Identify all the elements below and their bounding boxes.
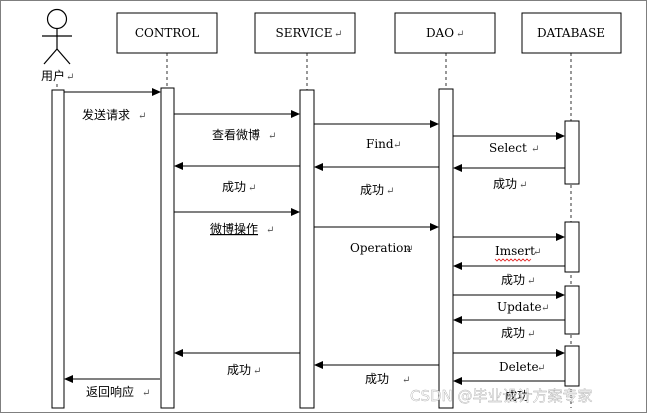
paragraph-mark: ↵ — [537, 363, 545, 374]
user-actor: 用户 ↵ — [41, 8, 74, 83]
object-label: DATABASE — [537, 26, 605, 40]
paragraph-mark: ↵ — [386, 186, 394, 197]
label-success-db-select: 成功 — [493, 177, 517, 191]
label-select: Select — [489, 141, 527, 155]
label-operation: Operation — [350, 241, 411, 255]
activation-service — [299, 89, 315, 409]
activation-control — [160, 87, 175, 409]
object-database: DATABASE — [521, 12, 622, 54]
label-send-request: 发送请求 — [82, 107, 130, 122]
spellcheck-squiggle — [494, 258, 532, 262]
activation-database-delete — [564, 345, 580, 387]
paragraph-mark: ↵ — [541, 303, 549, 314]
paragraph-mark: ↵ — [405, 244, 413, 255]
paragraph-mark: ↵ — [402, 375, 410, 386]
label-weibo-operation: 微博操作 — [210, 221, 258, 236]
object-box — [521, 12, 622, 54]
label-insert: Imsert — [495, 244, 535, 258]
paragraph-mark: ↵ — [527, 329, 535, 340]
activation-dao — [438, 88, 454, 409]
object-label: DAO — [426, 26, 454, 40]
object-box — [254, 12, 356, 54]
paragraph-mark: ↵ — [393, 140, 401, 151]
label-find: Find — [366, 137, 394, 151]
paragraph-mark: ↵ — [248, 183, 256, 194]
paragraph-mark: ↵ — [266, 225, 274, 236]
label-success-db-update: 成功 — [501, 326, 525, 340]
object-dao: DAO ↵ — [394, 12, 496, 54]
object-label: CONTROL — [135, 26, 199, 40]
label-success-db-insert: 成功 — [501, 273, 525, 287]
object-box — [394, 12, 496, 54]
activation-database-select — [564, 120, 580, 185]
activation-user — [51, 89, 65, 409]
label-success-service-2: 成功 — [227, 363, 251, 377]
paragraph-mark: ↵ — [142, 388, 150, 399]
label-success-db-delete: 成功 — [505, 389, 529, 403]
paragraph-mark: ↵ — [253, 366, 261, 377]
object-box — [116, 12, 218, 54]
actor-label: 用户 — [41, 68, 65, 83]
activation-database-update — [564, 285, 580, 335]
label-update: Update — [497, 300, 542, 314]
paragraph-mark: ↵ — [533, 247, 541, 258]
label-success-dao-2: 成功 — [365, 372, 389, 386]
paragraph-mark: ↵ — [268, 131, 276, 142]
label-success-service: 成功 — [222, 180, 246, 194]
label-delete: Delete — [499, 360, 539, 374]
paragraph-mark: ↵ — [138, 111, 146, 122]
paragraph-mark: ↵ — [527, 276, 535, 287]
watermark: CSDN @毕业设计方案专家 — [410, 387, 593, 405]
paragraph-mark: ↵ — [531, 144, 539, 155]
object-control: CONTROL — [116, 12, 218, 54]
object-service: SERVICE ↵ — [254, 12, 356, 54]
object-label: SERVICE — [276, 26, 333, 40]
activation-database-insert — [564, 221, 580, 273]
label-return-response: 返回响应 — [86, 384, 134, 399]
paragraph-mark: ↵ — [519, 180, 527, 191]
actor-paragraph-mark: ↵ — [66, 72, 74, 83]
paragraph-mark: ↵ — [334, 29, 342, 40]
paragraph-mark: ↵ — [456, 29, 464, 40]
label-view-weibo: 查看微博 — [212, 127, 260, 142]
label-success-dao: 成功 — [360, 183, 384, 197]
actor-figure-icon — [42, 8, 72, 65]
